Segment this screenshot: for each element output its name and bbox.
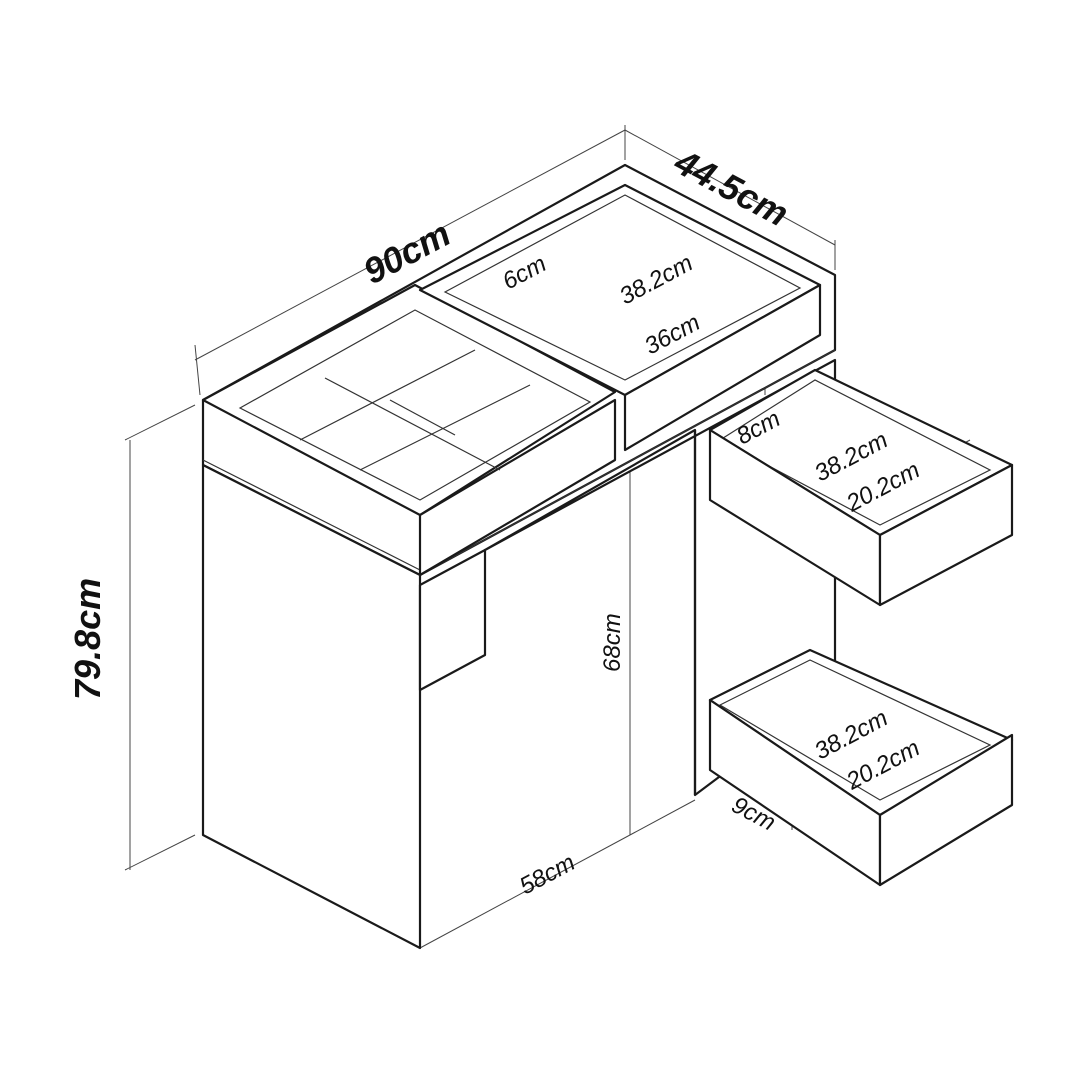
leg-height-label: 68cm — [599, 613, 626, 672]
upper-drawer — [708, 368, 1014, 607]
lower-drawer — [708, 648, 1014, 887]
knee-depth-label: 58cm — [515, 849, 579, 900]
height-label: 79.8cm — [67, 578, 108, 700]
